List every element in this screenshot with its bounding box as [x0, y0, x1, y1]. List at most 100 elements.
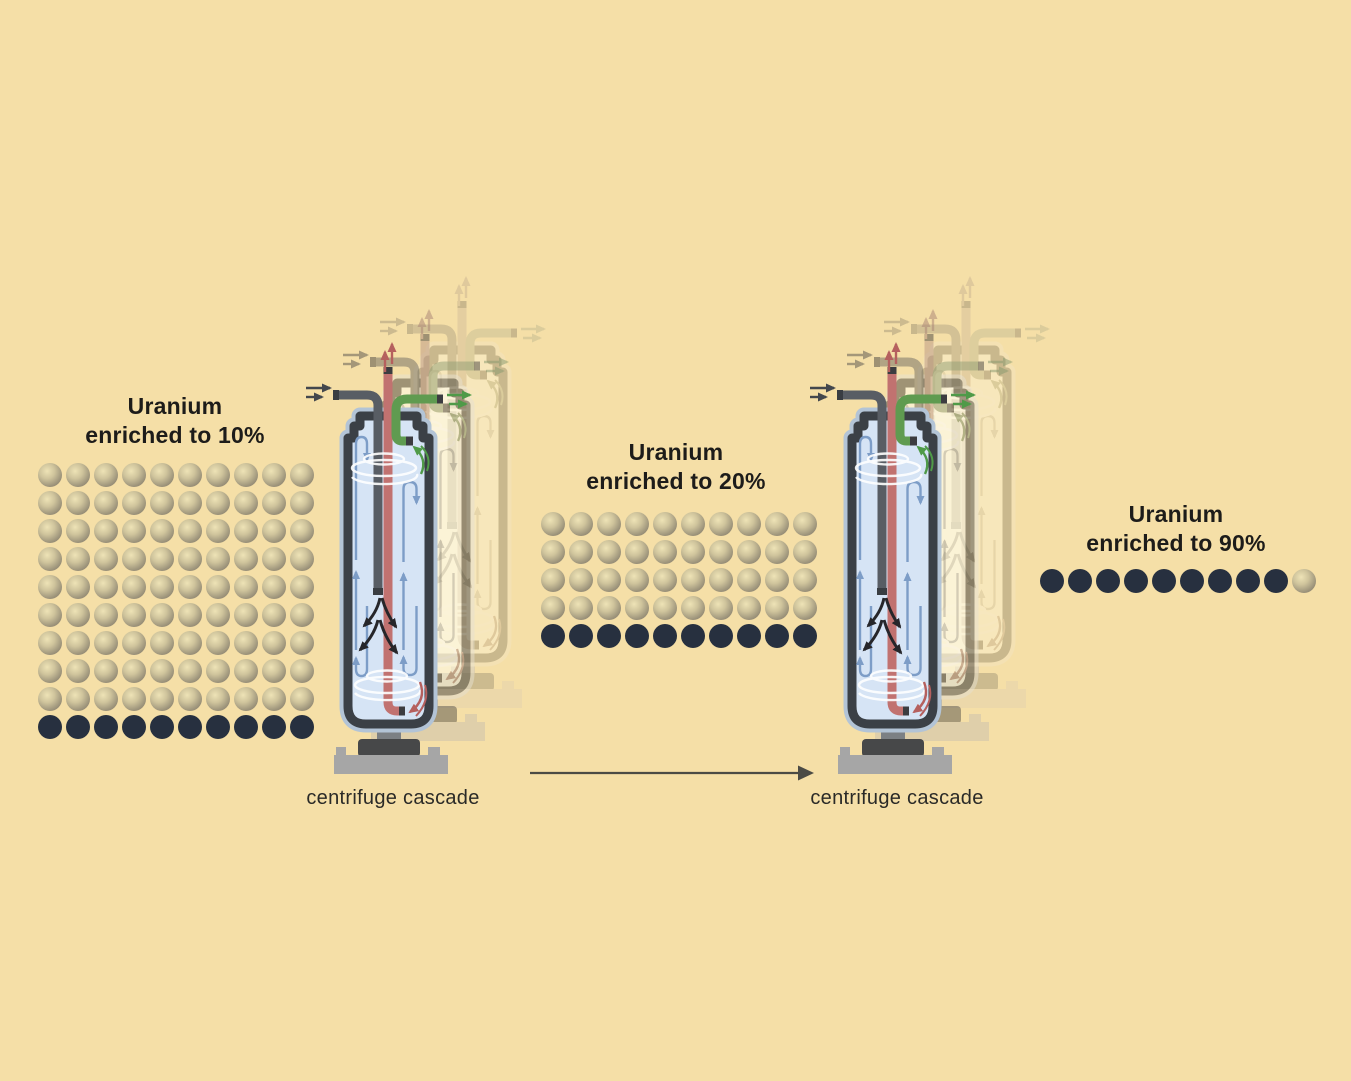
- u235-dot: [234, 715, 258, 739]
- u238-dot: [150, 603, 174, 627]
- u238-dot: [541, 540, 565, 564]
- u238-dot: [262, 659, 286, 683]
- u238-dot: [262, 575, 286, 599]
- u238-dot: [1292, 569, 1316, 593]
- u238-dot: [122, 491, 146, 515]
- u238-dot: [150, 659, 174, 683]
- u238-dot: [709, 540, 733, 564]
- u238-dot: [793, 568, 817, 592]
- u238-dot: [290, 547, 314, 571]
- u238-dot: [681, 568, 705, 592]
- centrifuge-cascade-right: [810, 278, 1048, 774]
- stage-20-title: Uranium enriched to 20%: [526, 438, 826, 496]
- u238-dot: [66, 547, 90, 571]
- u235-dot: [1264, 569, 1288, 593]
- u238-dot: [66, 659, 90, 683]
- u238-dot: [206, 687, 230, 711]
- u238-dot: [793, 596, 817, 620]
- u238-dot: [541, 512, 565, 536]
- u238-dot: [206, 575, 230, 599]
- u238-dot: [178, 463, 202, 487]
- u235-dot: [150, 715, 174, 739]
- u238-dot: [290, 687, 314, 711]
- u238-dot: [765, 596, 789, 620]
- u235-dot: [1096, 569, 1120, 593]
- uranium-atoms-grid-10pct: [36, 461, 316, 741]
- u238-dot: [765, 568, 789, 592]
- u235-dot: [66, 715, 90, 739]
- u238-dot: [66, 491, 90, 515]
- u235-dot: [709, 624, 733, 648]
- u235-dot: [38, 715, 62, 739]
- u238-dot: [625, 540, 649, 564]
- u238-dot: [262, 547, 286, 571]
- u238-dot: [150, 547, 174, 571]
- u238-dot: [262, 491, 286, 515]
- u235-dot: [1124, 569, 1148, 593]
- u238-dot: [206, 519, 230, 543]
- u235-dot: [541, 624, 565, 648]
- u238-dot: [150, 575, 174, 599]
- u238-dot: [206, 491, 230, 515]
- u235-dot: [681, 624, 705, 648]
- u238-dot: [234, 659, 258, 683]
- u238-dot: [793, 540, 817, 564]
- u238-dot: [625, 596, 649, 620]
- u238-dot: [709, 596, 733, 620]
- u238-dot: [234, 575, 258, 599]
- u235-dot: [653, 624, 677, 648]
- u238-dot: [262, 687, 286, 711]
- cascade-right-caption: centrifuge cascade: [810, 787, 984, 809]
- u238-dot: [234, 603, 258, 627]
- u238-dot: [38, 491, 62, 515]
- u238-dot: [122, 603, 146, 627]
- u238-dot: [709, 512, 733, 536]
- u238-dot: [234, 547, 258, 571]
- u238-dot: [234, 463, 258, 487]
- u238-dot: [597, 568, 621, 592]
- stage-20-title-line2: enriched to 20%: [586, 468, 766, 494]
- u238-dot: [765, 540, 789, 564]
- u238-dot: [94, 659, 118, 683]
- u238-dot: [94, 575, 118, 599]
- u238-dot: [178, 547, 202, 571]
- u238-dot: [38, 463, 62, 487]
- u238-dot: [681, 596, 705, 620]
- u235-dot: [262, 715, 286, 739]
- u235-dot: [122, 715, 146, 739]
- u238-dot: [597, 540, 621, 564]
- u238-dot: [66, 603, 90, 627]
- u238-dot: [94, 603, 118, 627]
- u238-dot: [66, 575, 90, 599]
- u235-dot: [1208, 569, 1232, 593]
- u238-dot: [262, 519, 286, 543]
- u238-dot: [122, 631, 146, 655]
- u238-dot: [150, 519, 174, 543]
- u238-dot: [793, 512, 817, 536]
- u235-dot: [737, 624, 761, 648]
- uranium-atoms-grid-20pct: [539, 510, 819, 650]
- u238-dot: [178, 491, 202, 515]
- u238-dot: [653, 512, 677, 536]
- u235-dot: [1040, 569, 1064, 593]
- u235-dot: [1152, 569, 1176, 593]
- uranium-atoms-row-90pct: [1038, 567, 1318, 595]
- u238-dot: [653, 540, 677, 564]
- u235-dot: [765, 624, 789, 648]
- u238-dot: [206, 659, 230, 683]
- u235-dot: [1068, 569, 1092, 593]
- u238-dot: [290, 659, 314, 683]
- u238-dot: [150, 631, 174, 655]
- cascade-left-caption: centrifuge cascade: [306, 787, 480, 809]
- u238-dot: [206, 463, 230, 487]
- u238-dot: [38, 687, 62, 711]
- u238-dot: [541, 568, 565, 592]
- u238-dot: [150, 463, 174, 487]
- u238-dot: [94, 463, 118, 487]
- u238-dot: [178, 519, 202, 543]
- u238-dot: [178, 575, 202, 599]
- u238-dot: [653, 596, 677, 620]
- u238-dot: [38, 519, 62, 543]
- u238-dot: [290, 575, 314, 599]
